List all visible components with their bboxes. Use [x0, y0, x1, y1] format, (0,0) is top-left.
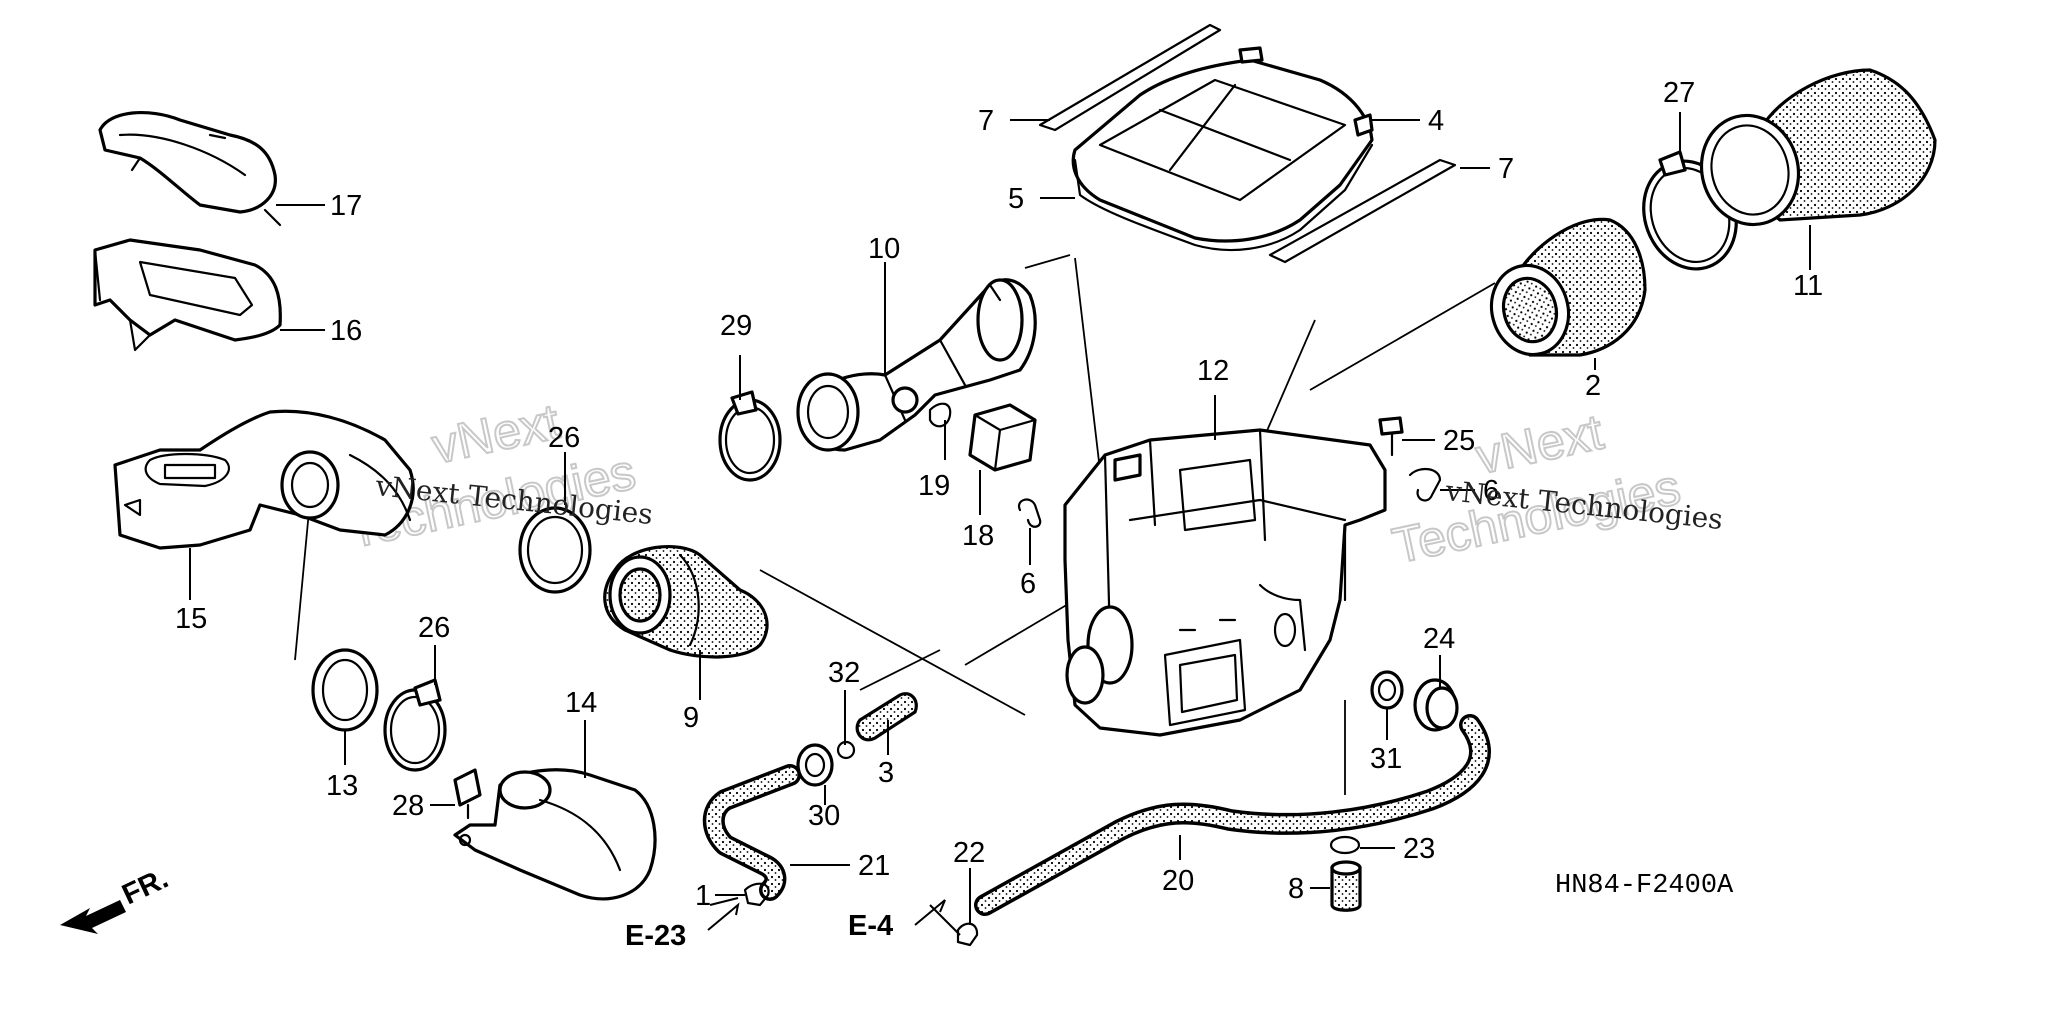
drawing-code: HN84-F2400A — [1555, 871, 1734, 901]
part-15-intake-box — [113, 409, 415, 550]
label-31: 31 — [1370, 743, 1402, 775]
part-6-clip-left — [1017, 498, 1042, 528]
label-22: 22 — [953, 837, 985, 869]
ref-e4-label: E-4 — [848, 910, 893, 942]
label-23: 23 — [1403, 833, 1435, 865]
front-arrow-icon: FR. — [60, 863, 173, 934]
part-3-tube — [855, 692, 918, 742]
label-20: 20 — [1162, 865, 1194, 897]
label-24: 24 — [1423, 623, 1455, 655]
label-26-lower: 26 — [418, 612, 450, 644]
label-4: 4 — [1428, 105, 1444, 137]
part-19-clip — [928, 402, 952, 428]
part-22-clip — [956, 922, 979, 947]
label-5: 5 — [1008, 183, 1024, 215]
part-24-grommet — [1413, 678, 1459, 732]
watermark-large-right-1: vNext — [1471, 404, 1608, 485]
front-marker-label: FR. — [117, 863, 173, 912]
label-13: 13 — [326, 770, 358, 802]
part-14-lower-duct — [453, 768, 657, 901]
label-27: 27 — [1663, 77, 1695, 109]
label-16: 16 — [330, 315, 362, 347]
part-7-wire-lower — [1268, 158, 1457, 264]
label-6-right: 6 — [1483, 475, 1499, 507]
reference-lines — [294, 254, 1496, 795]
label-10: 10 — [868, 233, 900, 265]
label-18: 18 — [962, 520, 994, 552]
label-12: 12 — [1197, 355, 1229, 387]
part-2-inner-filter — [1489, 217, 1647, 357]
ref-e23-label: E-23 — [625, 920, 686, 952]
label-6-left: 6 — [1020, 568, 1036, 600]
part-8-plug — [1330, 860, 1362, 912]
label-9: 9 — [683, 702, 699, 734]
part-23-clip — [1329, 835, 1361, 855]
label-17: 17 — [330, 190, 362, 222]
part-labels: 17 16 15 26 9 10 29 19 18 6 7 5 4 7 12 2… — [175, 77, 1823, 912]
part-21-hose — [702, 764, 801, 901]
label-25: 25 — [1443, 425, 1475, 457]
part-18-block — [968, 403, 1037, 472]
part-29-clamp — [718, 390, 782, 482]
label-19: 19 — [918, 470, 950, 502]
part-20-hose — [974, 714, 1491, 916]
label-28: 28 — [392, 790, 424, 822]
label-2: 2 — [1585, 370, 1601, 402]
section-ref-e4: E-4 — [848, 899, 946, 942]
label-7-lower: 7 — [1498, 153, 1514, 185]
label-26-upper: 26 — [548, 422, 580, 454]
label-14: 14 — [565, 687, 597, 719]
part-7-wire-upper — [1038, 23, 1222, 132]
part-17-cover — [98, 110, 282, 227]
part-26-band-upper — [518, 506, 592, 594]
part-31-grommet — [1370, 670, 1404, 710]
part-5-gasket — [1073, 143, 1374, 252]
label-7-upper: 7 — [978, 105, 994, 137]
label-8: 8 — [1288, 873, 1304, 905]
part-4-lid — [1071, 46, 1374, 243]
label-29: 29 — [720, 310, 752, 342]
part-16-tray — [93, 238, 282, 352]
part-26-clamp-lower — [383, 678, 447, 772]
part-1-clip — [743, 882, 770, 907]
label-15: 15 — [175, 603, 207, 635]
part-30-grommet — [796, 743, 834, 787]
label-11: 11 — [1793, 270, 1823, 302]
part-10-throttle-body — [796, 278, 1037, 452]
part-11-outer-filter — [1699, 68, 1937, 227]
part-9-duct — [603, 544, 769, 659]
part-6-clip-right — [1408, 467, 1442, 502]
label-21: 21 — [858, 850, 890, 882]
section-ref-e23: E-23 — [625, 902, 740, 952]
label-30: 30 — [808, 800, 840, 832]
part-13-ring — [311, 648, 379, 732]
part-12-airbox — [1063, 428, 1387, 737]
part-28-fastener — [453, 768, 482, 820]
leader-lines — [189, 112, 1811, 936]
label-32: 32 — [828, 657, 860, 689]
part-25-bolt — [1378, 416, 1404, 457]
label-3: 3 — [878, 757, 894, 789]
label-1: 1 — [695, 880, 711, 912]
